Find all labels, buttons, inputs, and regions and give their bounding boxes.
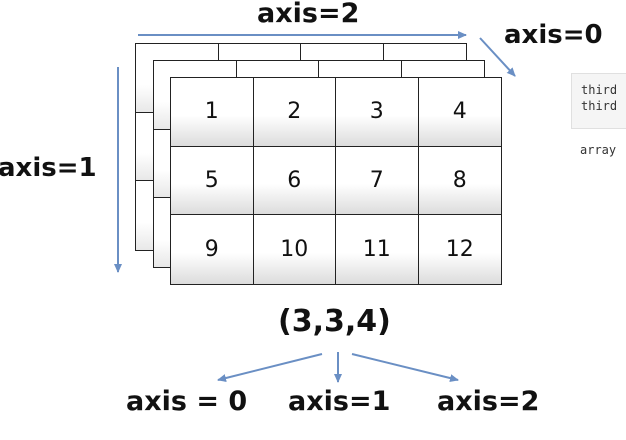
array-cell: 9 [171,215,254,284]
array-cell: 11 [336,215,419,284]
array-cell: 12 [418,215,501,284]
code-output: array [580,143,617,157]
code-line: third [581,83,618,97]
axis1-label: axis=1 [0,153,97,183]
array-cell: 2 [253,78,336,147]
array-cell: 6 [253,146,336,216]
array-cell: 3 [336,78,419,147]
array-cell: 4 [418,78,501,147]
bottom-arrow-axis2 [351,353,459,382]
axis0-arrow [479,37,516,77]
array-layer-front: 1 2 3 4 5 6 7 8 9 10 11 12 [170,77,502,285]
array-cell: 8 [418,146,501,216]
axis2-label: axis=2 [257,0,360,29]
bottom-axis1-label: axis=1 [288,386,391,417]
array-cell: 7 [336,146,419,216]
bottom-axis2-label: axis=2 [437,386,540,417]
array-cell: 1 [171,78,254,147]
bottom-arrow-axis0 [217,353,323,382]
axis0-label: axis=0 [504,20,603,50]
bottom-axis0-label: axis = 0 [126,386,248,417]
array-cell: 10 [253,215,336,284]
array-cell: 5 [171,146,254,216]
shape-label: (3,3,4) [278,304,391,339]
code-cell: third third [571,73,626,129]
code-line: third [581,99,618,113]
